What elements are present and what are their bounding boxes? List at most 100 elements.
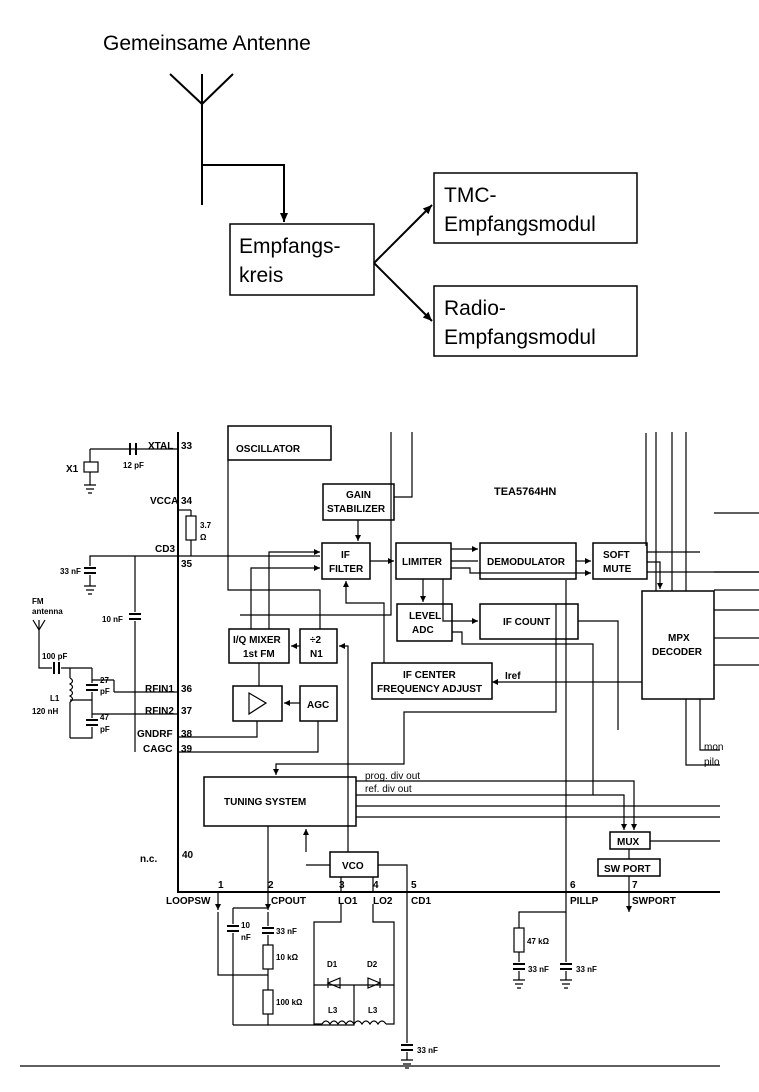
top-block-diagram: Gemeinsame Antenne Empfangs- kreis TMC- … xyxy=(103,32,638,357)
resistor-100k xyxy=(262,989,274,1015)
if-center-block xyxy=(371,662,493,700)
external-left-components: X1 12 pF 3.7 Ω 33 nF 10 nF FM antenna 10… xyxy=(32,443,212,752)
iref-label: Iref xyxy=(505,671,521,682)
fm-antenna-label-2: antenna xyxy=(32,607,63,616)
chip-outline xyxy=(177,432,720,893)
l1-label-1: L1 xyxy=(50,694,60,703)
l3a-label: L3 xyxy=(328,1006,338,1015)
mux-label: MUX xyxy=(617,837,640,848)
pin-vcca-num: 34 xyxy=(181,496,193,507)
if-center-label-1: IF CENTER xyxy=(403,670,457,681)
receiver-label-line2: kreis xyxy=(239,264,283,287)
pin-1-num: 1 xyxy=(218,880,224,891)
c-cd3-label: 33 nF xyxy=(60,567,81,576)
left-pin-labels: XTAL 33 VCCA 34 CD3 35 RFIN1 36 RFIN2 37… xyxy=(137,441,194,865)
vco-label: VCO xyxy=(342,861,364,872)
inductor-l3b xyxy=(353,1020,387,1026)
pin-5-name: CD1 xyxy=(411,896,431,907)
level-adc-label-1: LEVEL xyxy=(409,611,441,622)
capacitor-cd1 xyxy=(401,1044,413,1051)
pin-6-name: PILLP xyxy=(570,896,599,907)
ground-icon xyxy=(84,575,96,595)
c-pillp-b-label: 33 nF xyxy=(576,965,597,974)
pin-cagc-name: CAGC xyxy=(143,744,172,755)
receiver-box xyxy=(229,223,375,296)
capacitor-loop xyxy=(227,925,239,932)
r-47k-label: 47 kΩ xyxy=(527,937,550,946)
crystal-x1 xyxy=(83,461,99,473)
ground-icon xyxy=(560,971,572,989)
soft-mute-label-2: MUTE xyxy=(603,564,632,575)
if-center-label-2: FREQUENCY ADJUST xyxy=(377,684,482,695)
gain-stabilizer-block xyxy=(322,483,395,521)
crystal-oscillator-label: OSCILLATOR xyxy=(236,444,301,455)
pin-2-name: CPOUT xyxy=(271,896,306,907)
capacitor-pillp-b xyxy=(560,963,572,970)
diode-d2 xyxy=(367,977,382,989)
resistor-10k xyxy=(262,944,274,970)
r-100k-label: 100 kΩ xyxy=(276,998,303,1007)
amplifier-icon xyxy=(248,691,268,716)
limiter-label: LIMITER xyxy=(402,557,443,568)
if-filter-block xyxy=(321,542,371,580)
pin-7-num: 7 xyxy=(632,880,638,891)
mpx-decoder-block xyxy=(641,590,715,700)
gain-stabilizer-label-1: GAIN xyxy=(346,490,371,501)
if-filter-label-2: FILTER xyxy=(329,564,364,575)
c47-label-2: pF xyxy=(100,725,110,734)
l3b-label: L3 xyxy=(368,1006,378,1015)
pin-nc-name: n.c. xyxy=(140,854,157,865)
pin-rfin2-name: RFIN2 xyxy=(145,706,174,717)
capacitor-10nf xyxy=(129,613,141,620)
resistor-47k xyxy=(513,927,525,953)
receiver-label-line1: Empfangs- xyxy=(239,235,341,258)
tmc-label-line1: TMC- xyxy=(444,184,496,207)
divider-label-1: ÷2 xyxy=(310,635,321,646)
antenna-label: Gemeinsame Antenne xyxy=(103,32,311,55)
vco-block xyxy=(329,851,379,878)
sw-port-label: SW PORT xyxy=(604,864,651,875)
capacitor-cp xyxy=(262,927,274,934)
prog-div-label: prog. div out xyxy=(365,771,420,782)
antenna-icon xyxy=(169,73,234,205)
receiver-to-tmc-arrow xyxy=(373,204,433,264)
radio-module-box xyxy=(433,285,638,357)
pin-3-name: LO1 xyxy=(338,896,358,907)
agc-block xyxy=(299,685,338,722)
external-bottom-components: 10 nF 33 nF 10 kΩ 100 kΩ D1 D2 L3 L3 xyxy=(217,892,597,1069)
tuning-system-label: TUNING SYSTEM xyxy=(224,797,306,808)
divider-label-2: N1 xyxy=(310,649,323,660)
c-cp-label: 33 nF xyxy=(276,927,297,936)
inductor-l3a xyxy=(321,1020,355,1026)
pilot-label: pilo xyxy=(704,757,720,768)
pin-4-num: 4 xyxy=(373,880,379,891)
capacitor-100pf xyxy=(53,662,60,674)
if-count-block xyxy=(479,603,579,640)
chip-name: TEA5764HN xyxy=(494,486,556,498)
pin-2-num: 2 xyxy=(268,880,274,891)
pin-rfin1-name: RFIN1 xyxy=(145,684,174,695)
tmc-label-line2: Empfangsmodul xyxy=(444,213,596,236)
c-loop-label-2: nF xyxy=(241,933,251,942)
c27-label-2: pF xyxy=(100,687,110,696)
pin-cd3-num: 35 xyxy=(181,559,193,570)
soft-mute-block xyxy=(592,542,648,580)
antenna-to-receiver-arrow xyxy=(202,164,288,222)
receiver-to-radio-arrow xyxy=(373,262,433,322)
soft-mute-label-1: SOFT xyxy=(603,550,630,561)
fm-antenna-label-1: FM xyxy=(32,597,44,606)
d1-label: D1 xyxy=(327,960,338,969)
diode-d1 xyxy=(326,977,341,989)
pin-cagc-num: 39 xyxy=(181,744,193,755)
pin-nc-num: 40 xyxy=(182,850,194,861)
capacitor-cd3 xyxy=(84,567,96,574)
pin-1-name: LOOPSW xyxy=(166,896,211,907)
pin-xtal-name: XTAL xyxy=(148,441,173,452)
radio-label-line2: Empfangsmodul xyxy=(444,326,596,349)
if-count-label: IF COUNT xyxy=(503,617,550,628)
pin-cd3-name: CD3 xyxy=(155,544,175,555)
agc-label: AGC xyxy=(307,700,329,711)
if-filter-label-1: IF xyxy=(341,550,350,561)
c-cd1-label: 33 nF xyxy=(417,1046,438,1055)
iq-mixer-label-2: 1st FM xyxy=(243,649,275,660)
